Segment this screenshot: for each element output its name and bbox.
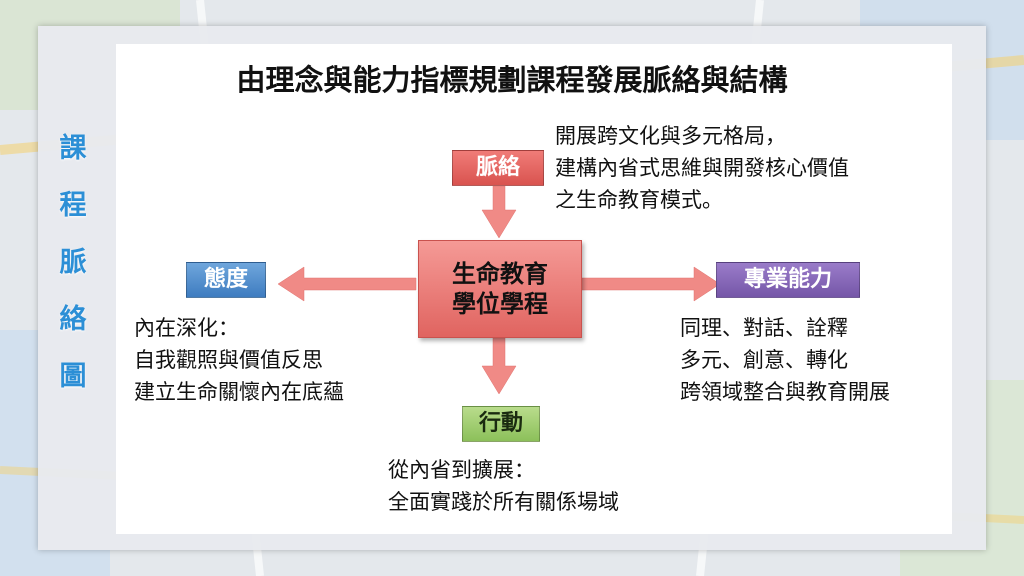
- desc-context-line-2: 建構內省式思維與開發核心價值: [555, 156, 849, 180]
- desc-attitude-line-1: 內在深化：: [134, 316, 239, 340]
- center-line-1: 生命教育: [452, 260, 548, 288]
- desc-context-line-3: 之生命教育模式。: [555, 188, 723, 212]
- desc-attitude-line-2: 自我觀照與價值反思: [134, 348, 323, 372]
- desc-professional-ability: 同理、對話、詮釋 多元、創意、轉化 跨領域整合與教育開展: [680, 312, 890, 408]
- desc-ability-line-1: 同理、對話、詮釋: [680, 316, 848, 340]
- desc-ability-line-3: 跨領域整合與教育開展: [680, 380, 890, 404]
- tag-context: 脈絡: [452, 150, 544, 186]
- center-node: 生命教育 學位學程: [418, 240, 582, 338]
- side-title: 課程脈絡圖: [59, 133, 87, 392]
- center-line-2: 學位學程: [452, 290, 548, 318]
- desc-context-line-1: 開展跨文化與多元格局，: [555, 124, 786, 148]
- tag-attitude: 態度: [186, 262, 266, 298]
- tag-professional-ability: 專業能力: [716, 262, 860, 298]
- desc-context: 開展跨文化與多元格局， 建構內省式思維與開發核心價值 之生命教育模式。: [555, 120, 849, 216]
- desc-attitude: 內在深化： 自我觀照與價值反思 建立生命關懷內在底蘊: [134, 312, 344, 408]
- slide-title: 由理念與能力指標規劃課程發展脈絡與結構: [236, 63, 788, 97]
- desc-action-line-2: 全面實踐於所有關係場域: [388, 490, 619, 514]
- desc-ability-line-2: 多元、創意、轉化: [680, 348, 848, 372]
- desc-action: 從內省到擴展： 全面實踐於所有關係場域: [388, 454, 619, 518]
- desc-action-line-1: 從內省到擴展：: [388, 458, 535, 482]
- desc-attitude-line-3: 建立生命關懷內在底蘊: [134, 380, 344, 404]
- tag-action: 行動: [462, 406, 540, 442]
